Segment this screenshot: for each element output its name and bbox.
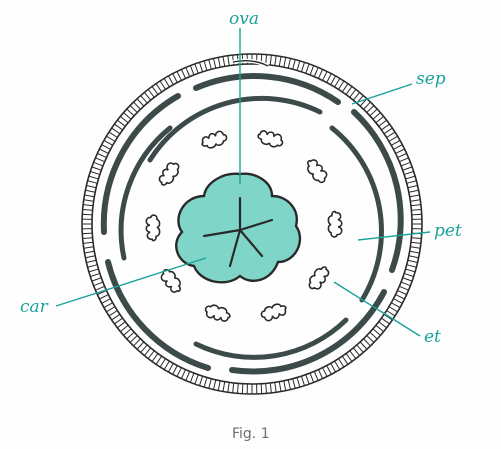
carpel-septum-3 (238, 228, 264, 258)
sepal-hatching (82, 54, 422, 394)
carpel-septum-4 (228, 228, 242, 268)
leader-lines (55, 28, 431, 337)
carpel-septum-2 (238, 218, 274, 232)
label-ova: ova (229, 9, 259, 29)
figure-caption: Fig. 1 (232, 426, 270, 442)
label-pet: pet (434, 221, 462, 241)
stamen-anther (201, 130, 228, 149)
pet-leader (357, 231, 431, 241)
gynoecium (175, 172, 302, 284)
stamen-anther (204, 304, 231, 322)
stamen-anther (160, 268, 181, 293)
et-leader (333, 281, 421, 337)
stamen-anther (307, 159, 328, 184)
carpel-cluster (175, 172, 302, 284)
carpel-septum-5 (202, 228, 242, 238)
label-car: car (20, 297, 49, 317)
stamen-anther (308, 266, 330, 290)
sep-leader (351, 83, 413, 105)
label-sep: sep (416, 69, 446, 89)
stamen-group (145, 130, 343, 322)
stamen-anther (145, 214, 161, 242)
stamen-anther (257, 130, 284, 148)
sepal-ring (81, 53, 423, 395)
petal-ring (100, 73, 404, 375)
stamen-anther (158, 162, 180, 186)
stamen-anther (327, 210, 343, 238)
stamen-anther (260, 303, 287, 322)
car-leader (55, 257, 207, 307)
label-et: et (424, 327, 441, 347)
